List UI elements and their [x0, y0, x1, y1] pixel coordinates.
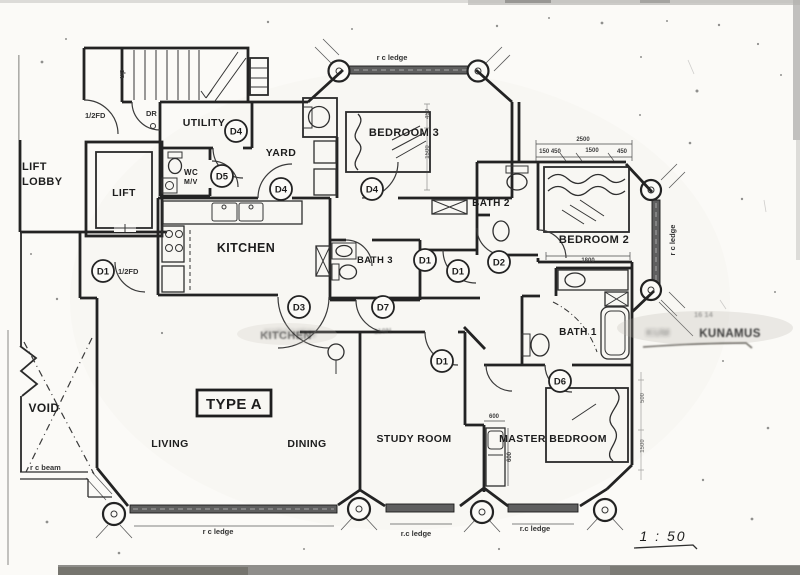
door-tag-d7-bath3: D7 [371, 295, 395, 319]
svg-text:D4: D4 [275, 185, 288, 196]
svg-text:D1: D1 [436, 357, 449, 368]
room-label-lift: LIFT [112, 187, 136, 199]
room-label-utility: UTILITY [183, 117, 225, 129]
window-bands-and-columns [85, 38, 694, 539]
svg-text:D2: D2 [493, 258, 505, 269]
door-tag-d4-bedroom3: D4 [360, 177, 384, 201]
room-label-study: STUDY ROOM [377, 433, 452, 445]
dr-dot [150, 123, 156, 129]
room-label-lift-lobby-1: LIFT [22, 161, 47, 173]
room-label-dining: DINING [287, 438, 326, 450]
room-label-yard: YARD [266, 147, 296, 159]
room-label-living: LIVING [151, 438, 188, 450]
stamp-underline [642, 342, 753, 349]
door-tag-d2-bath2: D2 [487, 250, 511, 274]
dim-master-a: 500 [640, 392, 646, 403]
svg-text:D7: D7 [377, 303, 389, 314]
rc-ledge-bottom-left: r c ledge [203, 527, 234, 536]
dim-bed2-width: 1800 [581, 258, 595, 264]
svg-text:D1: D1 [419, 256, 432, 267]
scale-label: 1 : 50 [639, 528, 686, 544]
door-tag-d1-hall-a: D1 [413, 248, 437, 272]
dim-closet-w: 600 [489, 414, 500, 420]
room-label-bath2: BATH 2 [472, 198, 510, 209]
svg-text:D4: D4 [366, 185, 379, 196]
rc-ledge-bottom-right: r.c ledge [520, 524, 550, 533]
room-label-wc-sub: M/V [184, 179, 198, 186]
type-label: TYPE A [206, 396, 262, 413]
rc-beam-label: r c beam [30, 463, 61, 472]
door-tag-d5-wc: D5 [210, 164, 234, 188]
room-label-bath1: BATH 1 [559, 327, 597, 338]
svg-text:D3: D3 [293, 303, 305, 314]
fire-door-top-label: 1/2FD [85, 111, 106, 120]
room-label-master: MASTER BEDROOM [499, 433, 607, 445]
room-label-lift-lobby-2: LOBBY [22, 176, 63, 188]
dim-closet-h: 600 [507, 451, 513, 462]
stamp-faint: KUM [646, 328, 670, 339]
stamp-main: KUNAMUS [699, 328, 761, 340]
title-and-scale: TYPE A 1 : 50 [195, 388, 698, 550]
svg-text:D1: D1 [452, 267, 465, 278]
dim-master-b: 1500 [640, 439, 646, 453]
door-tag-d3-kitchen: D3 [287, 295, 311, 319]
fire-door-entry-label: 1/2FD [118, 267, 139, 276]
door-tag-d1-lobby-entry: D1 [91, 259, 115, 283]
dim-bed3-a: 450 [425, 108, 431, 119]
scale-underline [633, 544, 698, 550]
svg-text:D1: D1 [97, 267, 110, 278]
door-tag-d1-hall-b: D1 [446, 259, 470, 283]
scan-noise [30, 17, 782, 555]
rc-ledge-right: r c ledge [668, 225, 677, 256]
annotations: up DR 1/2FD 1/2FD r c ledge r c ledge r … [30, 53, 677, 538]
room-label-kitchen: KITCHEN [217, 241, 275, 255]
door-tags: D1 D4 D5 D4 D4 D3 D7 D1 D1 D2 D1 D6 [91, 119, 572, 393]
dim-bed2-seg1: 150 450 [539, 149, 561, 155]
door-tag-d4-yard: D4 [269, 177, 293, 201]
dimension-texts: 2500 150 450 1500 450 1800 450 1500 600 … [424, 103, 646, 486]
stamp-small: 16 14 [694, 310, 714, 319]
room-label-wc: WC [184, 168, 198, 177]
ghost-room-stamp-b: KITCHEN [264, 328, 316, 340]
dr-label: DR [146, 109, 157, 118]
ghost-room-stamp-a: KITCHEN [260, 330, 312, 342]
dim-bed3-b: 1500 [425, 145, 431, 159]
staircase [133, 50, 247, 102]
fixtures [161, 97, 630, 487]
svg-text:D6: D6 [554, 377, 566, 388]
door-tag-d6-master-bath: D6 [548, 369, 572, 393]
room-label-bedroom2: BEDROOM 2 [559, 234, 629, 246]
dim-bed2-seg2: 1500 [585, 148, 599, 154]
room-label-bedroom3: BEDROOM 3 [369, 127, 439, 139]
dim-bed2-seg3: 450 [617, 149, 628, 155]
svg-text:D4: D4 [230, 127, 243, 138]
door-tag-d4-utility: D4 [224, 119, 248, 143]
dim-bed2-total: 2500 [576, 137, 590, 143]
scan-smudges: KITCHEN KITCHEN 110N KUM KUNAMUS 16 14 [237, 310, 793, 349]
rc-ledge-top: r c ledge [377, 53, 408, 62]
room-label-void: VOID [29, 401, 60, 415]
room-label-bath3: BATH 3 [357, 255, 393, 266]
door-tag-d1-study: D1 [430, 349, 454, 373]
svg-text:D5: D5 [216, 172, 229, 183]
rc-ledge-bottom-mid: r.c ledge [401, 529, 431, 538]
type-label-box [195, 388, 273, 418]
room-labels: LIFT LOBBY LIFT UTILITY WC M/V YARD KITC… [22, 117, 629, 450]
up-label: up [117, 69, 126, 79]
ghost-note: 110N [374, 326, 392, 336]
